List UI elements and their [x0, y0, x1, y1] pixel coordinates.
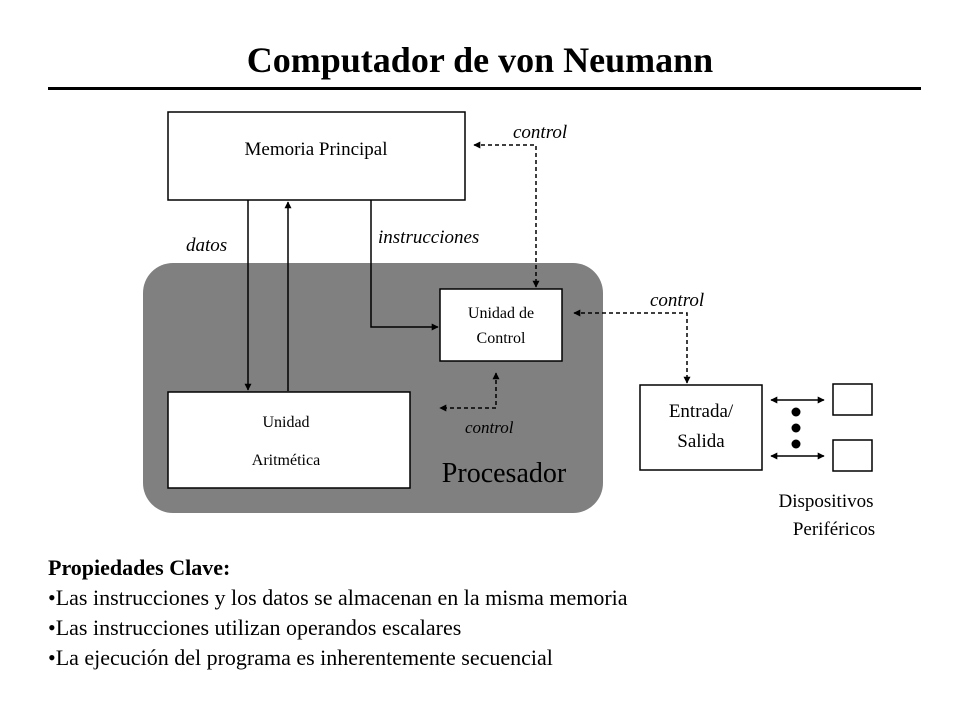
ellipsis-dot-2 — [791, 423, 801, 433]
ellipsis-dot-3 — [791, 439, 801, 449]
properties-heading: Propiedades Clave: — [48, 555, 231, 580]
alu-label-line2: Aritmética — [252, 452, 320, 469]
property-item: •Las instrucciones y los datos se almace… — [48, 585, 628, 610]
instrucciones-arrow — [370, 200, 439, 331]
peripheral-box-1 — [832, 383, 873, 416]
control-unit-label-line1: Unidad de — [468, 305, 534, 322]
property-item: •Las instrucciones utilizan operandos es… — [48, 615, 462, 640]
instrucciones-label: instrucciones — [378, 227, 479, 248]
peripherals-label-line1: Dispositivos — [778, 491, 873, 512]
page-title: Computador de von Neumann — [246, 40, 714, 80]
control-unit-box — [439, 288, 563, 362]
von-neumann-diagram: Procesador Memoria Principal Unidad de C… — [143, 111, 875, 540]
control-alu-label: control — [465, 418, 514, 437]
ellipsis-dot-1 — [791, 407, 801, 417]
control-alu-arrow — [439, 372, 500, 412]
control-io-arrow — [573, 309, 691, 384]
control-unit-label-line2: Control — [477, 330, 526, 347]
alu-box — [167, 391, 411, 489]
peripheral-box-2 — [832, 439, 873, 472]
memory-label: Memoria Principal — [245, 139, 388, 160]
peripherals-label-line2: Periféricos — [793, 519, 875, 540]
io-label-line2: Salida — [677, 431, 725, 452]
key-properties: Propiedades Clave: •Las instrucciones y … — [48, 553, 928, 673]
memory-box — [167, 111, 466, 201]
io-label-line1: Entrada/ — [669, 401, 734, 422]
title-divider — [48, 87, 921, 90]
processor-label: Procesador — [442, 458, 567, 489]
property-item: •La ejecución del programa es inherentem… — [48, 645, 553, 670]
io-box — [639, 384, 763, 471]
control-memory-arrow — [473, 141, 540, 288]
alu-label-line1: Unidad — [262, 414, 309, 431]
datos-label: datos — [186, 235, 227, 256]
control-io-label: control — [650, 290, 704, 311]
control-memory-label: control — [513, 122, 567, 143]
